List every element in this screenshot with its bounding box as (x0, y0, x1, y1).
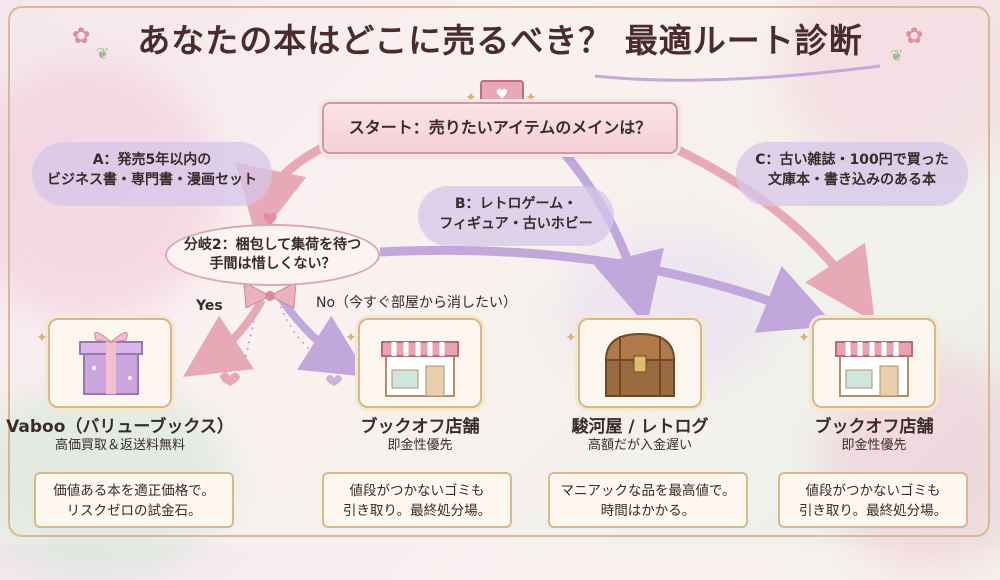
sparkle-icon: ✦ (798, 330, 810, 346)
option-c-line2: 文庫本・書き込みのある本 (768, 172, 936, 188)
dest-1-note-line1: 価値ある本を適正価格で。 (53, 483, 215, 499)
dest-1-panel (48, 318, 172, 408)
flower-icon: ✿ (72, 24, 91, 49)
ribbon-bow-icon (243, 281, 297, 309)
storefront-icon (381, 341, 459, 397)
option-b-line1: B：レトロゲーム・ (454, 196, 578, 212)
option-a-line1: A：発売5年以内の (92, 152, 212, 168)
arrow-start-to-branch (235, 144, 325, 241)
arrow-branch-to-bookoff-right (379, 245, 836, 333)
treasure-chest-icon (604, 332, 676, 397)
sparkle-icon: ✦ (36, 330, 48, 346)
dest-3-panel (578, 318, 702, 408)
option-a-bubble: A：発売5年以内の ビジネス書・専門書・漫画セット (32, 142, 272, 206)
option-b-bubble: B：レトロゲーム・ フィギュア・古いホビー (418, 186, 614, 246)
dest-2-subtitle: 即金性優先 (387, 438, 453, 453)
dest-2-title: ブックオフ店舗 (360, 417, 480, 437)
leaf-icon: ❦ (96, 44, 110, 63)
page-title: あなたの本はどこに売るべき？ 最適ルート診断 (137, 21, 863, 60)
start-box: スタート：売りたいアイテムのメインは？ (322, 102, 678, 154)
dest-2-panel (358, 318, 482, 408)
sparkle-icon: ✦ (525, 90, 537, 106)
dest-3-note-line1: マニアックな品を最高値で。 (560, 483, 736, 499)
storefront-icon (835, 341, 913, 397)
yes-label: Yes (196, 298, 223, 314)
title-swash (594, 64, 881, 82)
dest-2-note-line2: 引き取り。最終処分場。 (342, 503, 492, 519)
dest-2-note: 値段がつかないゴミも 引き取り。最終処分場。 (322, 472, 512, 528)
flower-icon: ✿ (905, 24, 924, 49)
sparkle-icon: ✦ (565, 330, 577, 346)
dest-1-subtitle: 高価買取＆返送料無料 (54, 438, 185, 453)
dest-4-subtitle: 即金性優先 (841, 438, 907, 453)
dest-4-title: ブックオフ店舗 (814, 417, 934, 437)
arrow-start-to-bookoff-c (676, 145, 875, 323)
dest-4-note-line2: 引き取り。最終処分場。 (798, 503, 948, 519)
option-c-line1: C：古い雑誌・100円で買った (755, 152, 949, 168)
dest-3-note-line2: 時間はかかる。 (600, 503, 696, 519)
dest-4-panel (812, 318, 936, 408)
gift-box-icon (79, 332, 143, 395)
dest-2-note-line1: 値段がつかないゴミも (349, 483, 485, 499)
option-a-line2: ビジネス書・専門書・漫画セット (47, 172, 257, 188)
dest-1-note: 価値ある本を適正価格で。 リスクゼロの試金石。 (34, 472, 234, 528)
option-b-line2: フィギュア・古いホビー (439, 216, 593, 232)
branch-line1: 分岐2：梱包して集荷を待つ (183, 237, 362, 253)
sparkle-icon: ✦ (345, 330, 357, 346)
arrow-yes (182, 298, 266, 378)
branch-line2: 手間は惜しくない？ (209, 256, 336, 272)
branch-2-box: 分岐2：梱包して集荷を待つ 手間は惜しくない？ (165, 224, 380, 286)
option-c-bubble: C：古い雑誌・100円で買った 文庫本・書き込みのある本 (736, 142, 968, 206)
dest-3-note: マニアックな品を最高値で。 時間はかかる。 (548, 472, 748, 528)
leaf-icon: ❦ (890, 46, 904, 65)
no-label: No（今すぐ部屋から消したい） (316, 295, 518, 311)
arrow-no (278, 297, 369, 377)
dest-4-note: 値段がつかないゴミも 引き取り。最終処分場。 (778, 472, 968, 528)
dest-4-note-line1: 値段がつかないゴミも (805, 483, 941, 499)
dest-3-subtitle: 高額だが入金遅い (587, 438, 692, 453)
dest-1-note-line2: リスクゼロの試金石。 (66, 503, 202, 519)
sparkle-icon: ✦ (465, 90, 477, 106)
page-frame (8, 6, 990, 537)
dest-1-title: Vaboo（バリューブックス） (6, 417, 234, 437)
dest-3-title: 駿河屋 / レトログ (571, 417, 709, 437)
